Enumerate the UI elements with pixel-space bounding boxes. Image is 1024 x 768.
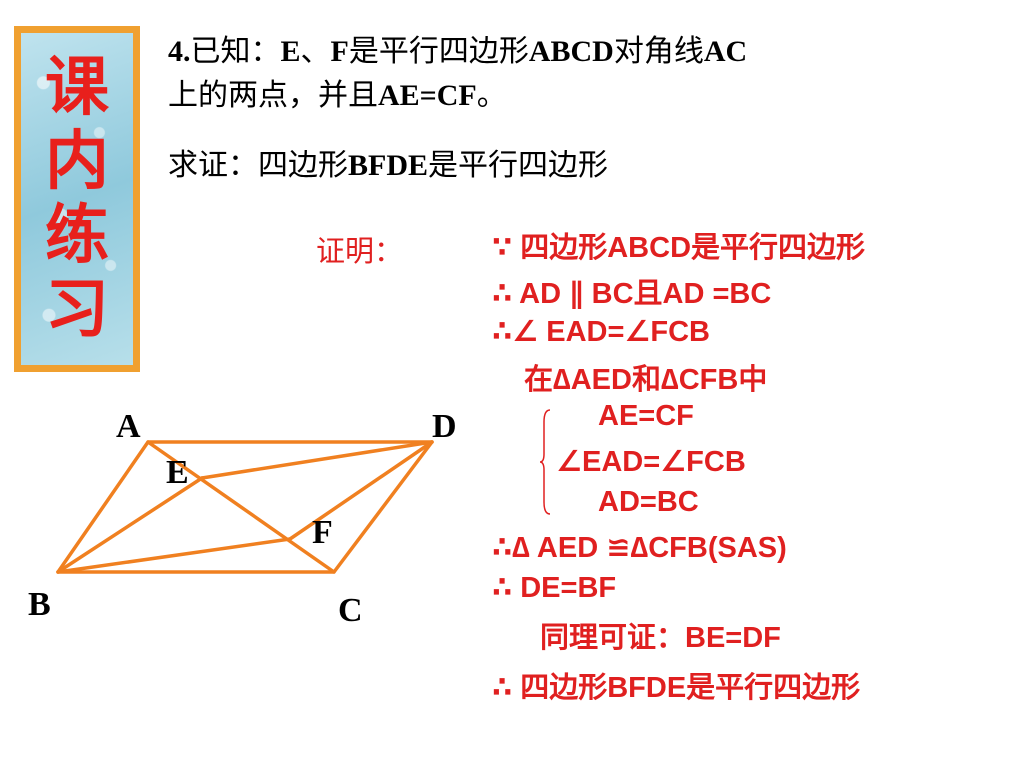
problem-number: 4. xyxy=(168,35,191,68)
segment-bf xyxy=(56,537,292,574)
label-a: A xyxy=(116,408,141,445)
diagonal-ac xyxy=(146,440,336,574)
figure-svg xyxy=(56,440,434,574)
proof-step-9: ∴ DE=BF xyxy=(492,572,617,604)
proof-step-7: AD=BC xyxy=(598,486,699,518)
claim-bfde: BFDE xyxy=(348,149,429,182)
abcd-text: ABCD xyxy=(528,35,614,68)
condition-prefix: 上的两点，并且 xyxy=(168,79,378,112)
label-b: B xyxy=(28,586,51,623)
banner-background: 课 内 练 习 xyxy=(21,33,133,365)
banner-char-3: 练 xyxy=(45,199,109,273)
point-f-text: F xyxy=(330,35,349,68)
proof-step-2: ∴ AD ∥ BC且AD =BC xyxy=(492,278,772,310)
label-f: F xyxy=(312,514,333,551)
proof-step-6: ∠EAD=∠FCB xyxy=(556,446,746,478)
condition-brace xyxy=(540,409,551,515)
parallelogram-text: 是平行四边形 xyxy=(348,35,529,68)
proof-title: 证明： xyxy=(316,234,404,268)
proof-step-8: ∴∆ AED ≌∆CFB(SAS) xyxy=(492,532,787,564)
segment-de xyxy=(200,440,434,480)
separator: 、 xyxy=(300,35,331,68)
segment-df xyxy=(288,440,434,541)
claim-prefix: 求证：四边形 xyxy=(168,149,348,182)
label-c: C xyxy=(338,592,363,629)
proof-step-10: 同理可证：BE=DF xyxy=(540,622,781,654)
problem-claim: 求证：四边形BFDE是平行四边形 xyxy=(168,144,948,188)
proof-step-1: ∵ 四边形ABCD是平行四边形 xyxy=(492,232,866,264)
diagonal-text: 对角线 xyxy=(613,35,704,68)
condition-text: AE=CF xyxy=(378,79,477,112)
proof-step-11: ∴ 四边形BFDE是平行四边形 xyxy=(492,672,861,704)
proof-step-3: ∴∠ EAD=∠FCB xyxy=(492,316,710,348)
problem-line-1: 4.已知：E、F是平行四边形ABCD对角线AC xyxy=(168,30,948,74)
banner-char-1: 课 xyxy=(45,51,109,125)
problem-statement: 4.已知：E、F是平行四边形ABCD对角线AC 上的两点，并且AE=CF。 求证… xyxy=(168,30,948,188)
side-banner: 课 内 练 习 xyxy=(14,26,140,372)
label-e: E xyxy=(166,454,189,491)
parallelogram-figure: A D E F B C xyxy=(20,400,480,650)
banner-char-4: 习 xyxy=(45,273,109,347)
proof-step-4: 在∆AED和∆CFB中 xyxy=(524,364,768,396)
banner-char-2: 内 xyxy=(45,125,109,199)
claim-suffix: 是平行四边形 xyxy=(428,149,609,182)
parallelogram-abcd xyxy=(56,440,434,574)
period: 。 xyxy=(476,79,507,112)
ac-text: AC xyxy=(703,35,748,68)
segment-be xyxy=(56,476,204,574)
proof-step-5: AE=CF xyxy=(598,400,694,432)
point-e-text: E xyxy=(280,35,301,68)
given-prefix: 已知： xyxy=(190,35,281,68)
label-d: D xyxy=(432,408,457,445)
problem-line-2: 上的两点，并且AE=CF。 xyxy=(168,74,948,118)
